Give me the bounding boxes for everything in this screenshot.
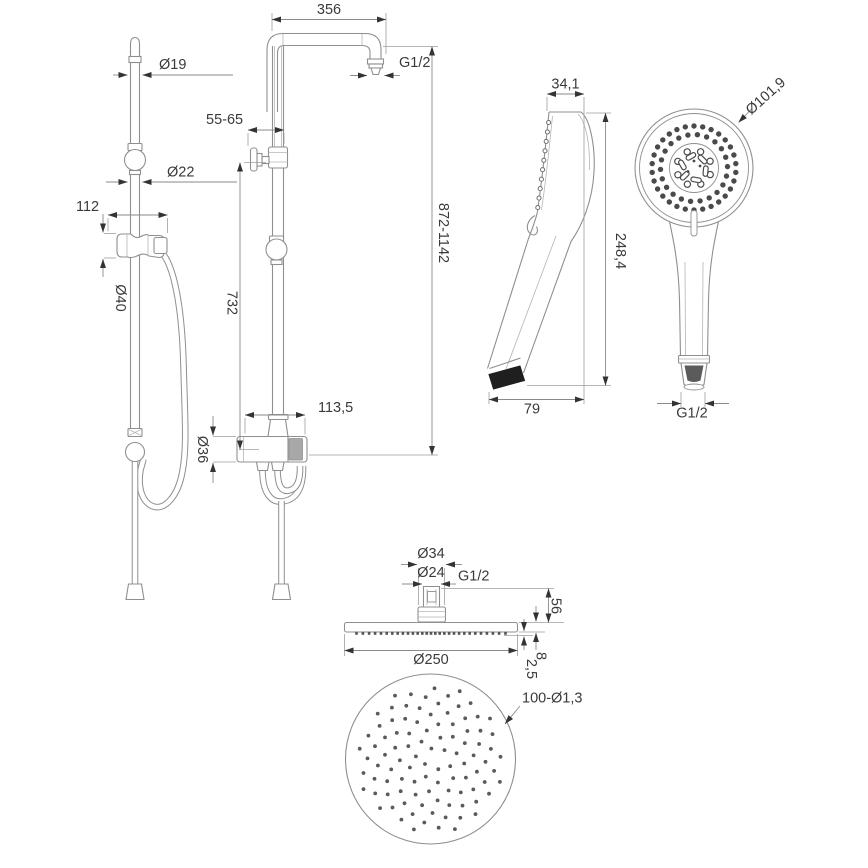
hand-shower-front-view: G1/2 Ø101,9 bbox=[634, 75, 789, 422]
hose-swivel-ball bbox=[124, 441, 146, 463]
dim-stem-diameter: Ø24 G1/2 bbox=[402, 565, 489, 587]
dim-label-o40: Ø40 bbox=[112, 284, 128, 311]
face-nozzle-pattern bbox=[357, 686, 503, 832]
side-nozzle-row bbox=[535, 119, 552, 211]
dim-label-o19: Ø19 bbox=[159, 57, 186, 73]
spray-mode-lever bbox=[690, 210, 698, 237]
dim-label-o250: Ø250 bbox=[413, 652, 448, 668]
head-shower-disc bbox=[343, 621, 519, 633]
dim-label-872-1142: 872-1142 bbox=[435, 203, 451, 263]
dim-arm-reach: 356 bbox=[271, 2, 387, 54]
hand-shower-side-view: 34,1 248,4 79 bbox=[486, 77, 628, 418]
dim-rim-height: 8 bbox=[518, 606, 549, 660]
hand-shower-hose-left bbox=[131, 247, 189, 584]
dim-body-offset: 113,5 bbox=[244, 400, 353, 435]
dim-label-g12-hand: G1/2 bbox=[676, 406, 707, 422]
dim-label-34-1: 34,1 bbox=[551, 77, 579, 93]
dim-rail-height: 732 bbox=[224, 162, 266, 450]
dim-hand-thread: G1/2 bbox=[657, 392, 729, 422]
dim-label-113-5: 113,5 bbox=[318, 400, 353, 416]
dim-label-o22: Ø22 bbox=[167, 165, 194, 181]
bar-ball-joint bbox=[123, 148, 147, 172]
hose-end-fitting bbox=[125, 583, 145, 601]
dim-label-56: 56 bbox=[548, 598, 564, 614]
dim-label-112: 112 bbox=[76, 199, 99, 215]
slide-bar-top-ring bbox=[128, 55, 142, 64]
disc-nozzle-row bbox=[355, 631, 507, 635]
thread-cavity bbox=[684, 365, 704, 382]
dim-label-8: 8 bbox=[533, 652, 549, 660]
head-shower-face-view: 100-Ø1,3 bbox=[344, 673, 582, 845]
dim-label-o101-9: Ø101,9 bbox=[743, 75, 789, 119]
dim-head-diameter: Ø101,9 bbox=[738, 75, 789, 123]
dim-handle-reach: 79 bbox=[488, 392, 585, 418]
arm-outlet-thread bbox=[370, 67, 382, 76]
head-shower-face bbox=[344, 673, 517, 845]
shower-column-view: 356 G1/2 55-65 732 872-1142 bbox=[194, 2, 451, 601]
dim-label-o24: Ø24 bbox=[417, 565, 444, 581]
hand-shower-hose-column bbox=[259, 465, 307, 601]
dim-tube-diameter: Ø22 bbox=[106, 165, 237, 185]
dim-label-g12-head: G1/2 bbox=[458, 569, 489, 585]
handle-end-cap bbox=[488, 365, 526, 390]
dim-total-length: 248,4 bbox=[527, 112, 628, 386]
shower-arm-inner bbox=[276, 44, 371, 112]
dim-label-248-4: 248,4 bbox=[612, 233, 628, 269]
dim-overall-height: 872-1142 bbox=[309, 46, 451, 456]
dim-disc-diameter: Ø250 bbox=[344, 634, 518, 668]
dim-label-g12-arm: G1/2 bbox=[399, 55, 430, 71]
dim-label-732: 732 bbox=[224, 291, 240, 315]
dim-top-diameter: Ø19 bbox=[113, 57, 233, 78]
dim-label-356: 356 bbox=[317, 2, 341, 18]
handle-connector bbox=[677, 354, 711, 391]
center-capsule-nozzles bbox=[678, 152, 709, 184]
mixer-body bbox=[236, 413, 308, 472]
mixer-knob bbox=[288, 438, 303, 461]
dim-lip-height: 2,5 bbox=[504, 619, 539, 679]
slide-bar-top-cap bbox=[129, 36, 141, 53]
dim-mount-height: 56 bbox=[441, 588, 564, 623]
mount-stem bbox=[417, 585, 447, 623]
center-spray-zone bbox=[669, 143, 719, 193]
hand-shower-body-right bbox=[522, 111, 595, 374]
slide-bar-view: Ø19 Ø22 112 Ø40 bbox=[76, 36, 237, 601]
dim-label-79: 79 bbox=[524, 402, 540, 418]
dim-bracket-width: 112 bbox=[76, 199, 168, 233]
dim-nozzle-spec: 100-Ø1,3 bbox=[504, 691, 582, 725]
dim-arm-thread: G1/2 bbox=[350, 55, 430, 79]
spray-lever-side bbox=[526, 215, 538, 236]
arm-outlet-nut bbox=[366, 58, 385, 65]
dim-label-55-65: 55-65 bbox=[206, 112, 243, 128]
dim-body-diameter: Ø36 bbox=[194, 416, 236, 483]
hand-shower-holder bbox=[116, 233, 168, 259]
dim-label-2-5: 2,5 bbox=[523, 659, 539, 679]
dim-wall-distance: 55-65 bbox=[206, 112, 285, 146]
dim-bracket-diameter: Ø40 bbox=[100, 214, 128, 312]
hand-shower-body-left bbox=[486, 111, 550, 369]
dim-label-100-o1-3: 100-Ø1,3 bbox=[522, 691, 582, 707]
dim-label-o34: Ø34 bbox=[417, 546, 444, 562]
head-shower-side-view: Ø34 Ø24 G1/2 56 8 bbox=[343, 546, 564, 679]
dim-head-depth: 34,1 bbox=[546, 77, 585, 404]
diverter-knob bbox=[265, 235, 288, 266]
dim-label-o36: Ø36 bbox=[194, 436, 210, 463]
shower-arm-outer bbox=[266, 32, 382, 112]
wall-bracket bbox=[249, 146, 289, 172]
